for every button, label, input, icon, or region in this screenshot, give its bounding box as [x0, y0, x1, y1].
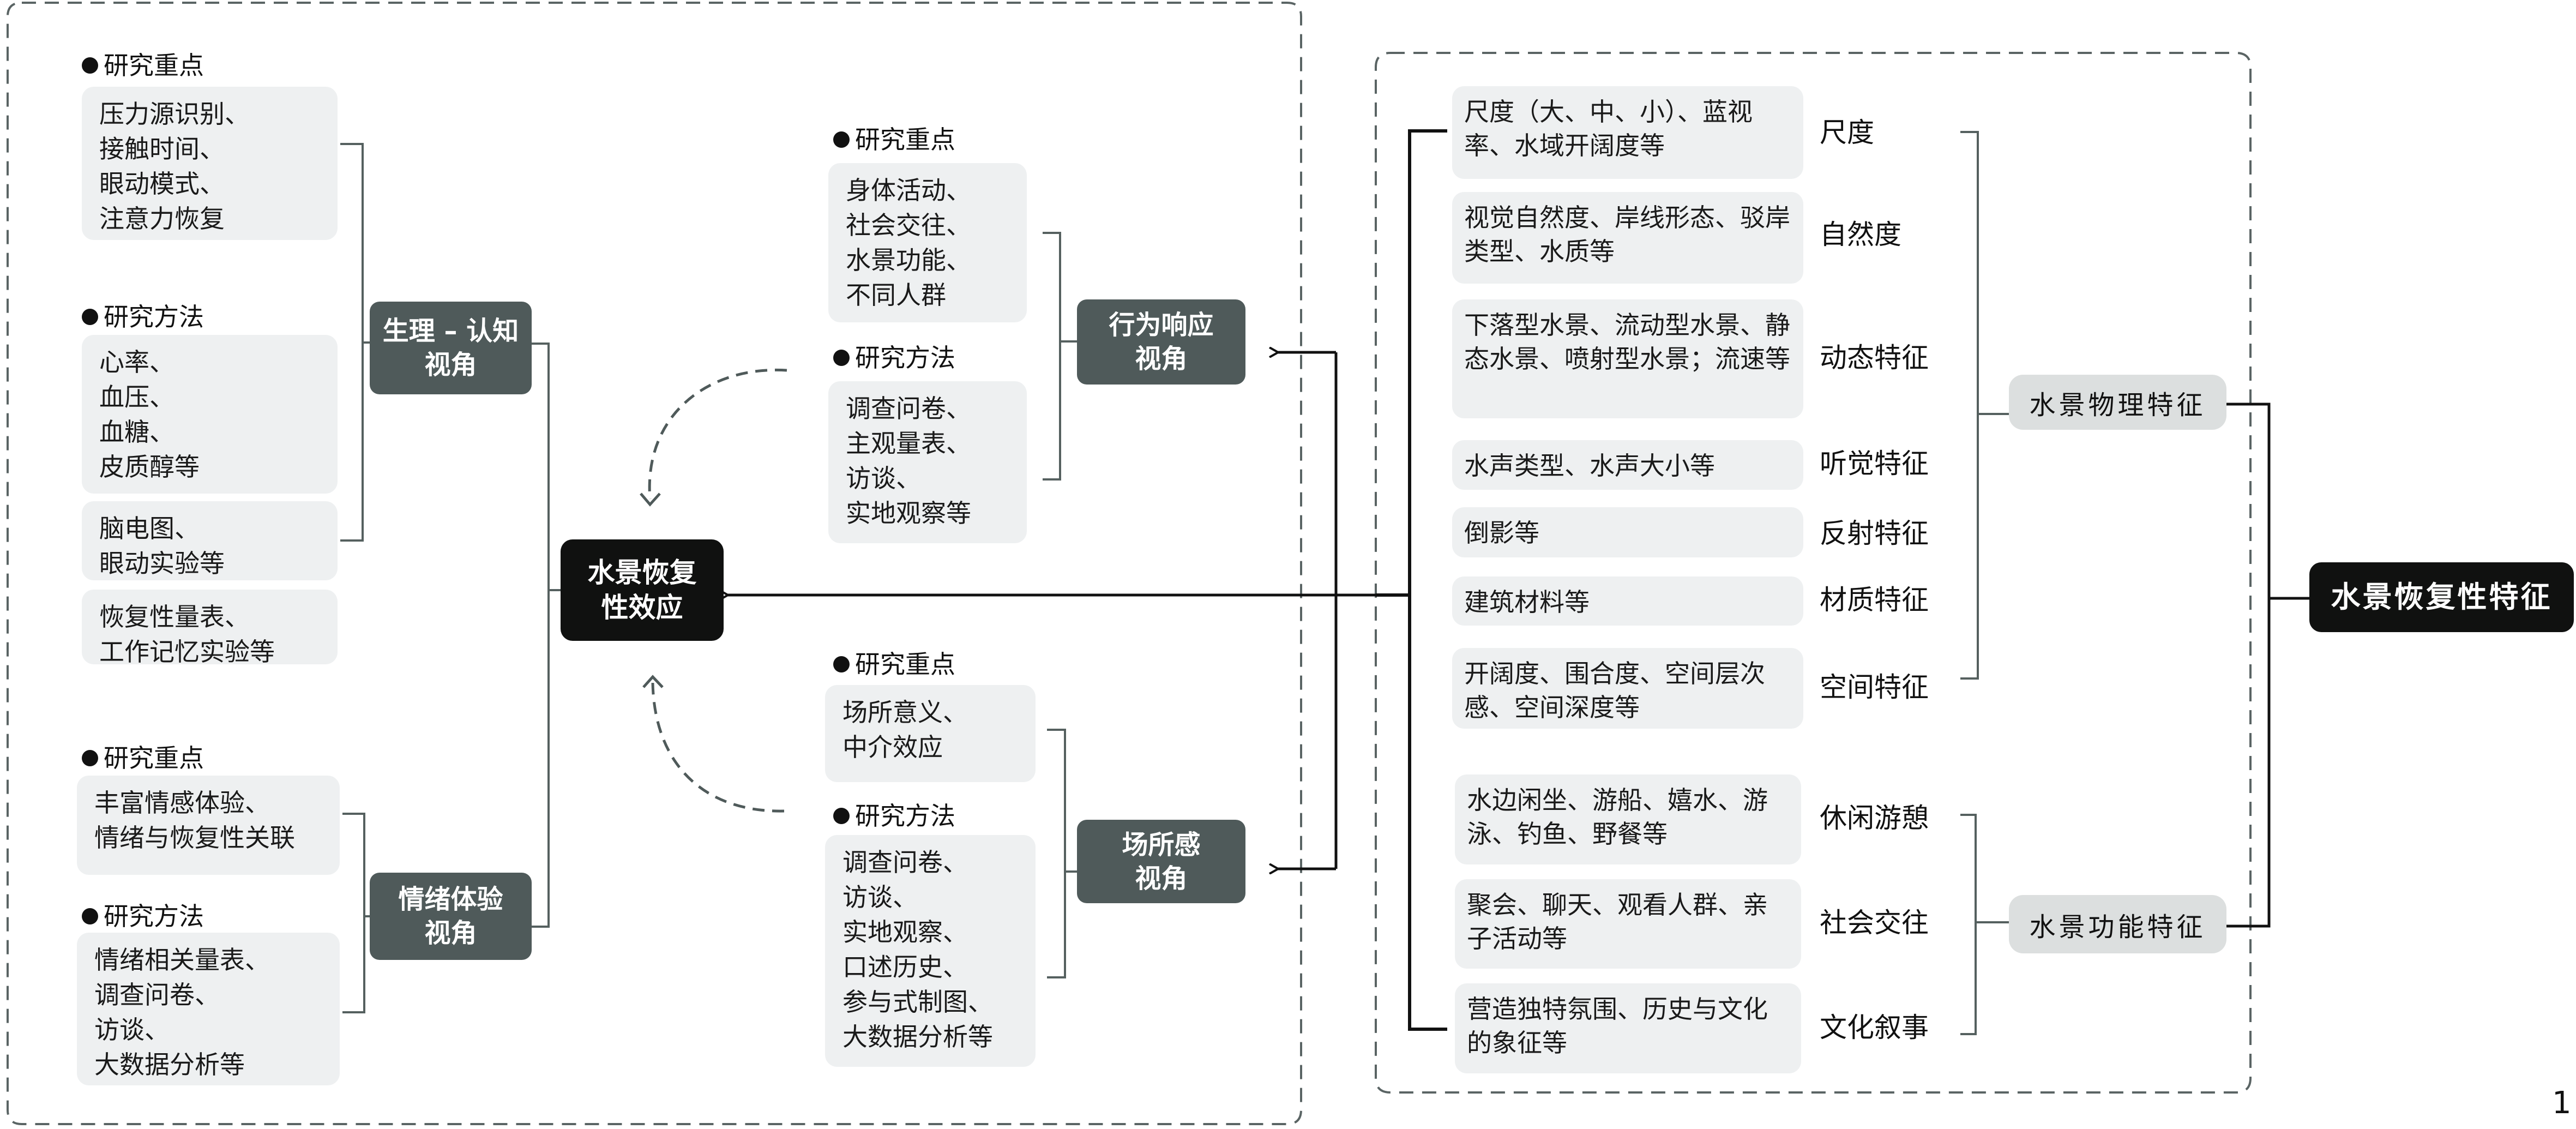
emotion-focus-heading: 研究重点 [82, 743, 204, 773]
behavior-method-heading: 研究方法 [833, 343, 955, 373]
feature-desc-box: 尺度（大、中、小）、蓝视率、水域开阔度等 [1452, 86, 1803, 179]
feature-desc-box: 倒影等 [1452, 507, 1803, 557]
feature-label: 材质特征 [1820, 584, 1929, 616]
feature-label: 自然度 [1820, 219, 1901, 250]
left-panel-border [7, 2, 1302, 1125]
physio-method-box-1: 心率、 血压、 血糖、 皮质醇等 [82, 335, 338, 494]
feature-desc-box: 开阔度、围合度、空间层次感、空间深度等 [1452, 648, 1803, 729]
physio-focus-heading: 研究重点 [82, 50, 204, 81]
bullet-icon [82, 908, 98, 924]
physio-method-box-2: 脑电图、 眼动实验等 [82, 501, 338, 580]
feature-desc-box: 水边闲坐、游船、嬉水、游泳、钓鱼、野餐等 [1455, 774, 1801, 864]
feature-label: 休闲游憩 [1820, 802, 1929, 834]
place-to-effect-dashed-arrow [651, 682, 785, 813]
sense-of-place-perspective-node[interactable]: 场所感 视角 [1077, 820, 1245, 903]
bullet-icon [833, 350, 850, 366]
page-number: 1 [2552, 1085, 2572, 1121]
emotion-method-box: 情绪相关量表、 调查问卷、 访谈、 大数据分析等 [77, 933, 340, 1085]
heading-text: 研究重点 [855, 125, 955, 154]
heading-text: 研究重点 [855, 650, 955, 679]
emotion-focus-box: 丰富情感体验、 情绪与恢复性关联 [77, 776, 340, 875]
feature-label: 听觉特征 [1820, 448, 1929, 479]
feature-label: 反射特征 [1820, 518, 1929, 549]
functional-features-node[interactable]: 水景功能特征 [2009, 895, 2226, 953]
physio-bracket [340, 143, 370, 542]
bullet-icon [833, 131, 850, 148]
emotion-perspective-node[interactable]: 情绪体验 视角 [370, 873, 532, 960]
bullet-icon [82, 750, 98, 766]
emotion-method-heading: 研究方法 [82, 901, 204, 932]
feature-label: 文化叙事 [1820, 1012, 1929, 1043]
place-focus-box: 场所意义、 中介效应 [825, 685, 1036, 782]
physical-bracket [1960, 131, 2009, 680]
place-arrowhead [642, 675, 664, 688]
feature-desc-box: 营造独特氛围、历史与文化的象征等 [1455, 983, 1801, 1073]
heading-text: 研究重点 [104, 51, 204, 80]
physio-method-heading: 研究方法 [82, 302, 204, 332]
behavior-bracket [1043, 232, 1077, 481]
bullet-icon [82, 309, 98, 325]
feature-desc-box: 聚会、聊天、观看人群、亲子活动等 [1455, 879, 1801, 969]
center-bracket [532, 343, 561, 928]
behavior-to-effect-dashed-arrow [648, 368, 787, 500]
feature-label: 社会交往 [1820, 907, 1929, 939]
heading-text: 研究方法 [104, 302, 204, 332]
place-method-heading: 研究方法 [833, 801, 955, 831]
functional-bracket [1960, 814, 2009, 1035]
restorative-effect-node[interactable]: 水景恢复 性效应 [561, 539, 724, 641]
feature-desc-box: 建筑材料等 [1452, 576, 1803, 626]
heading-text: 研究方法 [104, 902, 204, 931]
bullet-icon [833, 808, 850, 824]
bullet-icon [833, 656, 850, 672]
emotion-bracket [342, 813, 370, 1013]
behavior-place-connector [1278, 351, 1338, 869]
feature-label: 尺度 [1820, 117, 1874, 148]
heading-text: 研究方法 [855, 801, 955, 831]
behavior-method-box: 调查问卷、 主观量表、 访谈、 实地观察等 [828, 381, 1027, 543]
behavior-arrowhead [640, 493, 661, 507]
place-focus-heading: 研究重点 [833, 649, 955, 680]
behavior-focus-box: 身体活动、 社会交往、 水景功能、 不同人群 [828, 163, 1027, 322]
heading-text: 研究方法 [855, 343, 955, 373]
behavior-response-perspective-node[interactable]: 行为响应 视角 [1077, 299, 1245, 385]
feature-desc-box: 水声类型、水声大小等 [1452, 440, 1803, 490]
physio-focus-box: 压力源识别、 接触时间、 眼动模式、 注意力恢复 [82, 87, 338, 240]
physio-method-box-3: 恢复性量表、 工作记忆实验等 [82, 590, 338, 666]
bullet-icon [82, 57, 98, 74]
restorative-features-root-node[interactable]: 水景恢复性特征 [2309, 562, 2574, 632]
feature-label: 动态特征 [1820, 342, 1929, 374]
right-panel-border [1375, 52, 2252, 1094]
place-bracket [1047, 729, 1077, 978]
root-connector [2226, 403, 2309, 928]
behavior-focus-heading: 研究重点 [833, 124, 955, 155]
physical-features-node[interactable]: 水景物理特征 [2009, 375, 2226, 430]
feature-label: 空间特征 [1820, 671, 1929, 703]
physio-cognitive-perspective-node[interactable]: 生理 – 认知 视角 [370, 302, 532, 394]
feature-desc-box: 下落型水景、流动型水景、静态水景、喷射型水景；流速等 [1452, 299, 1803, 418]
feature-desc-box: 视觉自然度、岸线形态、驳岸类型、水质等 [1452, 192, 1803, 284]
place-method-box: 调查问卷、 访谈、 实地观察、 口述历史、 参与式制图、 大数据分析等 [825, 835, 1036, 1067]
heading-text: 研究重点 [104, 743, 204, 773]
features-thick-bracket [1376, 129, 1447, 1031]
